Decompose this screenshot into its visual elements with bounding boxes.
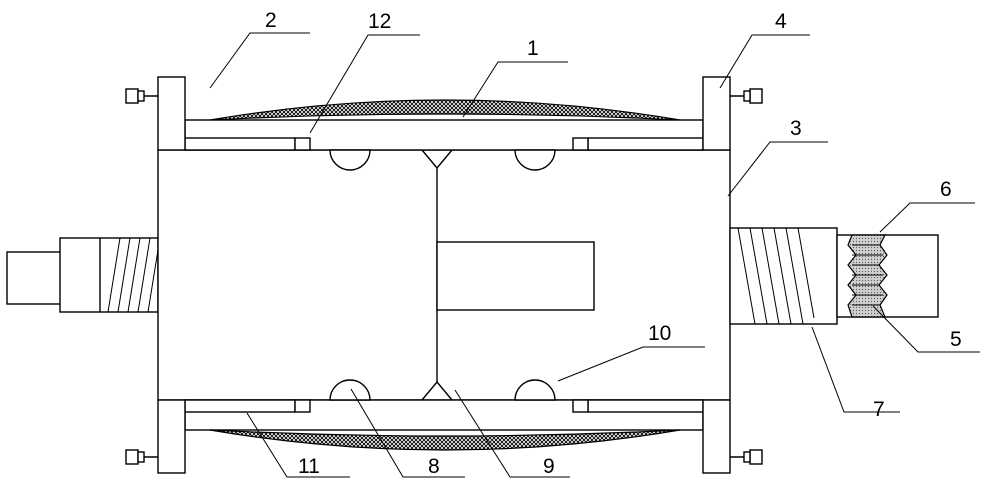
label-9: 9 xyxy=(543,455,555,478)
label-8: 8 xyxy=(428,455,440,478)
right-thread xyxy=(737,227,815,325)
label-10: 10 xyxy=(648,322,671,345)
part-labels: 2 12 1 4 3 6 5 7 10 11 8 9 xyxy=(265,9,962,478)
label-4: 4 xyxy=(775,10,787,33)
label-12: 12 xyxy=(368,10,391,33)
label-5: 5 xyxy=(950,328,962,351)
center-structure xyxy=(421,149,595,401)
label-1: 1 xyxy=(527,37,539,60)
leader-lines xyxy=(209,32,980,478)
top-assembly xyxy=(157,76,731,171)
label-6: 6 xyxy=(940,178,952,201)
bolt-bottom-right xyxy=(730,449,763,465)
left-thread xyxy=(107,237,159,313)
bolt-top-left xyxy=(125,88,158,104)
label-3: 3 xyxy=(790,117,802,140)
right-shaft xyxy=(729,227,939,325)
bottom-assembly xyxy=(157,379,731,474)
label-2: 2 xyxy=(265,9,277,32)
label-11: 11 xyxy=(298,455,320,478)
left-shaft xyxy=(6,237,159,313)
bolt-top-right xyxy=(730,88,763,104)
label-7: 7 xyxy=(873,398,885,421)
flexible-coupling xyxy=(847,234,888,318)
bolt-bottom-left xyxy=(125,449,158,465)
